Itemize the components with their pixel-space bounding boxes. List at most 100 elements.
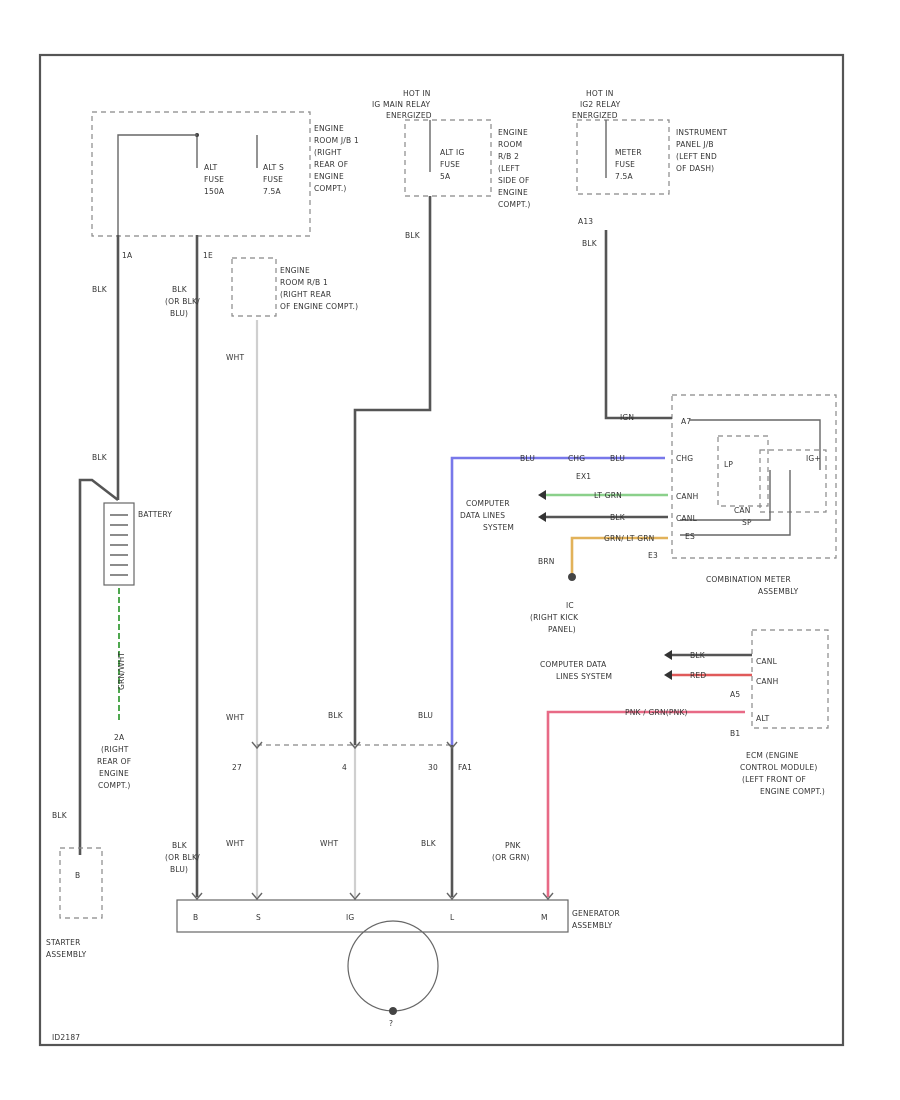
alt-ig-fuse: ALT IG FUSE 5A (429, 120, 464, 181)
svg-text:ENGINE COMPT.): ENGINE COMPT.) (760, 787, 825, 796)
svg-text:STARTER: STARTER (46, 938, 81, 947)
svg-text:COMPUTER DATA: COMPUTER DATA (540, 660, 607, 669)
conn-num-4: 4 (342, 763, 347, 772)
svg-text:ENGINE: ENGINE (498, 188, 528, 197)
wire-label-blk-3: BLK (405, 231, 421, 240)
hot-ig2-relay-label: HOT IN IG2 RELAY ENERGIZED (572, 89, 621, 120)
pin-1e: 1E (203, 251, 213, 260)
svg-text:2A: 2A (114, 733, 125, 742)
pin-a13: A13 (578, 217, 593, 226)
conn-num-fa1: FA1 (458, 763, 472, 772)
alt-fuse: ALT FUSE 150A (195, 133, 225, 196)
combination-meter-label: COMBINATION METER ASSEMBLY (706, 575, 798, 596)
ecm-pin-canl: CANL (756, 657, 778, 666)
pin-chg: CHG (676, 454, 693, 463)
generator-symbol (347, 920, 439, 1012)
svg-text:ENGINE: ENGINE (280, 266, 310, 275)
engine-room-rb2-box (404, 119, 492, 197)
gen-terminal-l: L (450, 913, 455, 922)
svg-text:ROOM J/B 1: ROOM J/B 1 (314, 136, 359, 145)
gen-terminal-ig: IG (346, 913, 354, 922)
svg-text:R/B 2: R/B 2 (498, 152, 519, 161)
svg-text:ASSEMBLY: ASSEMBLY (572, 921, 613, 930)
wire-label-lt-grn: LT GRN (594, 491, 622, 500)
arrow-canl (538, 512, 546, 522)
svg-text:CONTROL MODULE): CONTROL MODULE) (740, 763, 818, 772)
engine-room-rb1-box (231, 257, 277, 317)
wire-label-blk-or-blu-top: BLK (OR BLK/ BLU) (165, 285, 200, 318)
pin-e3: E3 (648, 551, 658, 560)
svg-text:BLK: BLK (172, 841, 188, 850)
wire-blk-meter-ign (604, 230, 672, 420)
svg-text:ENERGIZED: ENERGIZED (386, 111, 432, 120)
wire-label-brn: BRN (538, 557, 555, 566)
svg-text:COMPT.): COMPT.) (314, 184, 347, 193)
wire-label-blu-1: BLU (418, 711, 433, 720)
jb1-bus (117, 134, 197, 235)
meter-internal-1 (690, 419, 821, 470)
pin-1a: 1A (122, 251, 133, 260)
svg-text:BLU): BLU) (170, 309, 188, 318)
battery (103, 502, 135, 586)
svg-text:(OR GRN): (OR GRN) (492, 853, 530, 862)
svg-text:PNK: PNK (505, 841, 522, 850)
ecm-box (751, 629, 829, 729)
svg-text:(OR BLK/: (OR BLK/ (165, 853, 200, 862)
svg-text:ENERGIZED: ENERGIZED (572, 111, 618, 120)
wire-blu-l-terminal (450, 456, 665, 745)
svg-text:REAR OF: REAR OF (97, 757, 131, 766)
connector-marks (251, 741, 458, 750)
svg-text:PANEL J/B: PANEL J/B (676, 140, 714, 149)
svg-text:ENGINE: ENGINE (314, 172, 344, 181)
svg-text:ENGINE: ENGINE (99, 769, 129, 778)
pin-canh: CANH (676, 492, 698, 501)
svg-text:IG2 RELAY: IG2 RELAY (580, 100, 621, 109)
svg-text:(LEFT: (LEFT (498, 164, 520, 173)
svg-text:IC: IC (566, 601, 574, 610)
wire-label-wht-1: WHT (226, 353, 244, 362)
svg-text:150A: 150A (204, 187, 225, 196)
meter-internal-box-2 (759, 449, 827, 513)
combination-meter-box (671, 394, 837, 559)
computer-data-lines-2-label: COMPUTER DATA LINES SYSTEM (540, 660, 612, 681)
ground-ic-point (568, 573, 576, 581)
svg-text:REAR OF: REAR OF (314, 160, 348, 169)
wire-brn-es-ground (570, 536, 668, 575)
conn-num-27: 27 (232, 763, 242, 772)
wire-label-blu-chg: BLU (520, 454, 535, 463)
wire-label-brn-lt-grn: GRN/ LT GRN (604, 534, 655, 543)
ecm-pin-alt: ALT (756, 714, 770, 723)
wire-label-blk-2: BLK (92, 453, 108, 462)
pin-es: ES (685, 532, 695, 541)
svg-text:7.5A: 7.5A (615, 172, 634, 181)
svg-text:HOT IN: HOT IN (586, 89, 614, 98)
engine-room-jb1-label: ENGINE ROOM J/B 1 (RIGHT REAR OF ENGINE … (314, 124, 359, 193)
svg-text:FUSE: FUSE (615, 160, 635, 169)
pin-b1: B1 (730, 729, 740, 738)
engine-room-rb1-label: ENGINE ROOM R/B 1 (RIGHT REAR OF ENGINE … (280, 266, 358, 311)
svg-text:(LEFT FRONT OF: (LEFT FRONT OF (742, 775, 806, 784)
ground-a-label: 2A (RIGHT REAR OF ENGINE COMPT.) (97, 733, 131, 790)
starter-label: STARTER ASSEMBLY (46, 938, 86, 959)
svg-text:(LEFT END: (LEFT END (676, 152, 717, 161)
wire-label-blk-6: BLK (52, 811, 68, 820)
gen-terminal-marks (191, 892, 554, 901)
svg-text:GENERATOR: GENERATOR (572, 909, 620, 918)
pin-lp: LP (724, 460, 733, 469)
wire-label-blk-9: BLK (690, 651, 706, 660)
gen-terminal-m: M (541, 913, 548, 922)
alt-s-fuse: ALT S FUSE 7.5A (256, 135, 284, 196)
svg-text:5A: 5A (440, 172, 451, 181)
pin-a7: A7 (681, 417, 691, 426)
wire-label-blk-4: BLK (328, 711, 344, 720)
pin-a5: A5 (730, 690, 740, 699)
svg-text:FUSE: FUSE (204, 175, 224, 184)
meter-internal-2 (680, 470, 771, 521)
generator-connector (176, 899, 569, 933)
hot-ig-main-relay-label: HOT IN IG MAIN RELAY ENERGIZED (372, 89, 432, 120)
svg-text:SYSTEM: SYSTEM (483, 523, 514, 532)
wire-label-blk-or-blu-bottom: BLK (OR BLK/ BLU) (165, 841, 200, 874)
conn-num-30: 30 (428, 763, 438, 772)
svg-text:7.5A: 7.5A (263, 187, 282, 196)
